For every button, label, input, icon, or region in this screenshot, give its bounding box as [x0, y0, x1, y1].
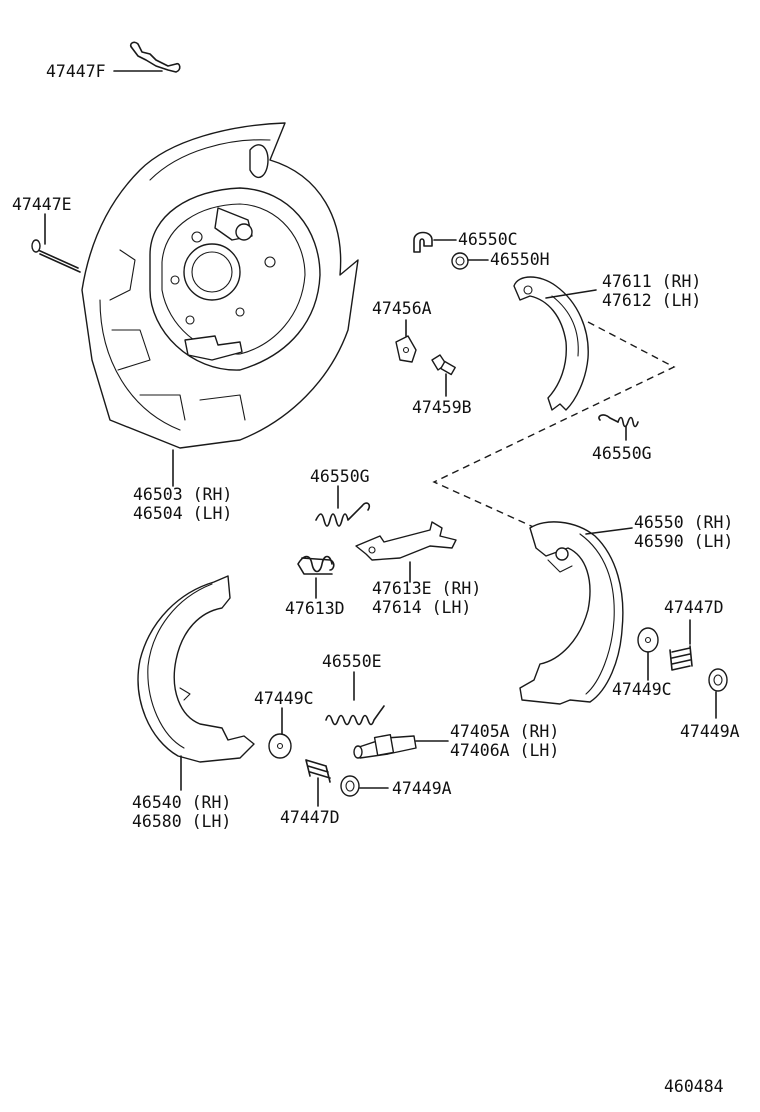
- part-47449A-cup-right: [708, 668, 728, 719]
- part-46550-brake-shoe: [519, 521, 633, 705]
- diagram-id: 460484: [664, 1077, 724, 1096]
- part-47613E-strut: [355, 521, 457, 583]
- label-47405A: 47405A (RH): [450, 722, 559, 741]
- label-46550G-mid: 46550G: [310, 467, 370, 486]
- part-47447D-spring-left: [305, 759, 331, 807]
- part-46503-backing-plate: [81, 122, 359, 487]
- part-47447F-clip: [113, 41, 181, 73]
- label-47611: 47611 (RH): [602, 272, 701, 291]
- label-47406A: 47406A (LH): [450, 741, 559, 760]
- label-47449C-left: 47449C: [254, 689, 314, 708]
- assembly-guide-line: [432, 321, 676, 531]
- part-46550G-spring-right: [598, 414, 639, 441]
- label-47613D: 47613D: [285, 599, 345, 618]
- label-47614: 47614 (LH): [372, 598, 471, 617]
- label-47449A-left: 47449A: [392, 779, 452, 798]
- part-46550H-washer: [451, 252, 489, 270]
- label-47449A-right: 47449A: [680, 722, 740, 741]
- part-47447D-spring-right: [669, 619, 693, 671]
- label-46580: 46580 (LH): [132, 812, 231, 831]
- label-47447F: 47447F: [46, 62, 106, 81]
- part-46550C-clip: [413, 231, 457, 253]
- label-46550G-right: 46550G: [592, 444, 652, 463]
- part-46540-brake-shoe: [137, 575, 255, 791]
- label-47449C-right: 47449C: [612, 680, 672, 699]
- part-47405A-adjuster: [353, 734, 449, 759]
- part-46550G-spring-mid: [315, 485, 371, 527]
- label-46503: 46503 (RH): [133, 485, 232, 504]
- part-47613D-spring: [297, 555, 335, 599]
- part-47449C-washer-right: [637, 627, 659, 681]
- label-46550E: 46550E: [322, 652, 382, 671]
- label-47459B: 47459B: [412, 398, 472, 417]
- label-47456A: 47456A: [372, 299, 432, 318]
- label-47613E: 47613E (RH): [372, 579, 481, 598]
- label-46550H: 46550H: [490, 250, 550, 269]
- label-47612: 47612 (LH): [602, 291, 701, 310]
- part-47459B-bolt: [431, 354, 456, 397]
- label-46540: 46540 (RH): [132, 793, 231, 812]
- label-47447D-left: 47447D: [280, 808, 340, 827]
- part-47449C-washer-left: [268, 707, 292, 759]
- label-47447D-right: 47447D: [664, 598, 724, 617]
- part-47611-parking-shoe: [513, 276, 597, 411]
- label-47447E: 47447E: [12, 195, 72, 214]
- label-46550C: 46550C: [458, 230, 518, 249]
- label-46590: 46590 (LH): [634, 532, 733, 551]
- part-47447E-pin: [31, 213, 81, 273]
- part-46550E-spring: [325, 671, 385, 726]
- label-46504: 46504 (LH): [133, 504, 232, 523]
- part-47449A-cup-left: [340, 775, 389, 797]
- part-47456A-plate: [395, 319, 417, 363]
- label-46550: 46550 (RH): [634, 513, 733, 532]
